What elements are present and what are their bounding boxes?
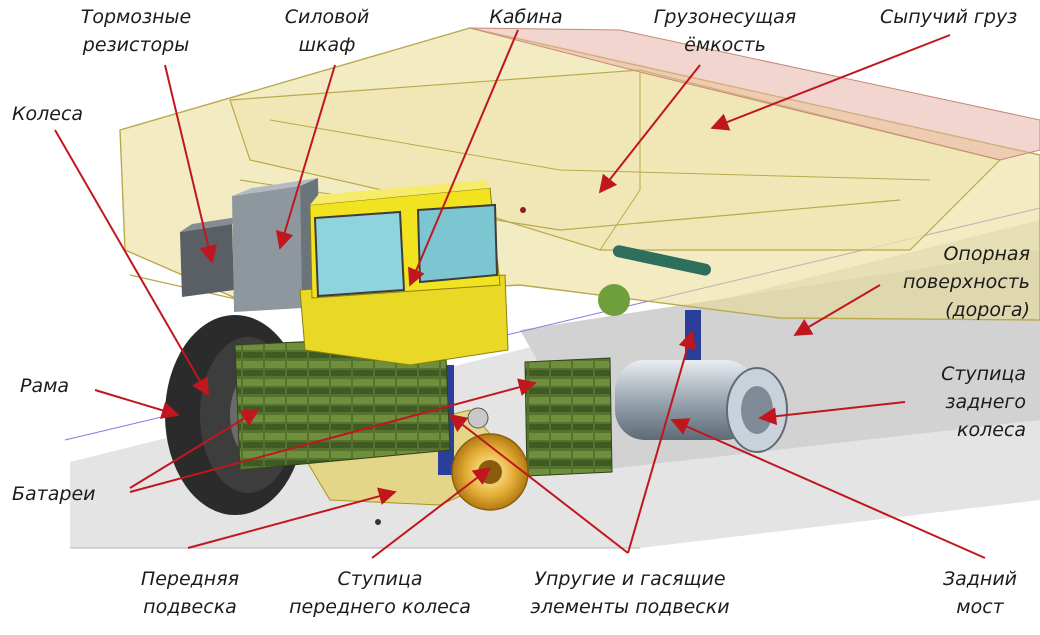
arrow-batteries-2 xyxy=(129,378,537,493)
arrow-suspension-2 xyxy=(627,330,697,554)
cabin xyxy=(299,180,509,366)
arrow-suspension-1 xyxy=(448,413,629,554)
arrow-rear-hub xyxy=(758,401,906,426)
label-batteries: Батареи xyxy=(12,483,96,505)
callout-arrows xyxy=(54,29,986,559)
label-cabin: Кабина xyxy=(489,6,563,28)
arrow-front-hub xyxy=(371,466,492,559)
label-wheels: Колеса xyxy=(12,103,84,125)
rear-axle xyxy=(615,360,788,453)
label-frame: Рама xyxy=(20,375,70,397)
label-bulk-cargo: Сыпучий груз xyxy=(880,6,1018,28)
arrow-cabin xyxy=(408,29,519,287)
arrow-frame xyxy=(94,389,180,419)
arrow-wheels xyxy=(54,129,209,397)
arrow-bulk-cargo xyxy=(710,34,951,131)
arrow-road xyxy=(793,284,881,336)
arrow-body xyxy=(598,64,701,194)
arrow-power-cabinet xyxy=(276,64,336,250)
arrow-brake-resistors xyxy=(164,64,217,264)
arrow-rear-axle xyxy=(670,418,986,559)
arrow-batteries-1 xyxy=(129,409,260,489)
battery-packs xyxy=(234,334,613,477)
arrow-front-suspension xyxy=(187,487,397,549)
